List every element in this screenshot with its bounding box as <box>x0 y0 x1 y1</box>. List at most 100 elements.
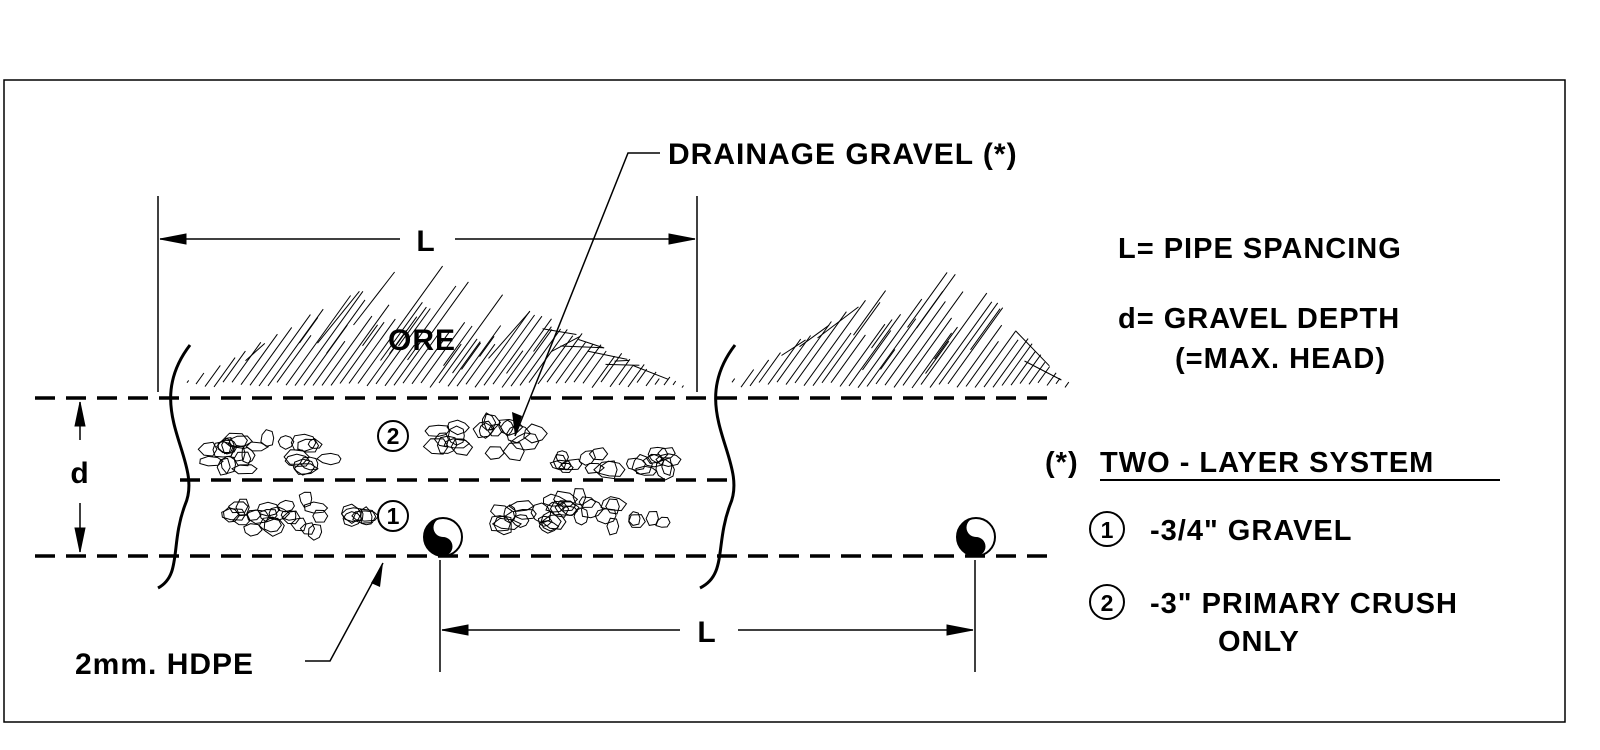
gravel-stone <box>228 501 249 514</box>
ore-hatch-stroke <box>1024 360 1062 381</box>
bottom-spacing-dimension <box>439 560 976 672</box>
depth-dimension <box>74 401 86 553</box>
gravel-stone <box>506 424 532 444</box>
gravel-stone <box>584 462 605 474</box>
ore-hatch-stroke <box>389 329 407 355</box>
gravel-stone <box>352 508 377 524</box>
ore-hatch-stroke <box>488 311 531 359</box>
layer-1-marker: 1 <box>377 500 409 532</box>
gravel-stone <box>246 509 262 522</box>
gravel-stone <box>628 514 646 528</box>
ore-hatch-left <box>186 265 684 388</box>
ore-hatch-stroke <box>321 315 373 386</box>
gravel-stone <box>478 422 494 439</box>
gravel-stone <box>481 412 497 431</box>
layer-2-marker: 2 <box>377 420 409 452</box>
gravel-stone <box>554 500 580 517</box>
gravel-stone <box>491 517 523 531</box>
legend-depth-note: (=MAX. HEAD) <box>1175 343 1386 375</box>
ore-hatch-stroke <box>465 343 496 385</box>
gravel-stone <box>598 460 626 477</box>
ore-hatch-stroke <box>402 331 441 384</box>
ore-hatch-stroke <box>420 322 466 384</box>
gravel-stone <box>538 520 560 534</box>
drainage-gravel-arrowhead <box>512 412 522 436</box>
ore-hatch-stroke <box>591 355 616 388</box>
ore-hatch-stroke <box>245 343 266 362</box>
ore-hatch-stroke <box>605 363 640 366</box>
ore-hatch-stroke <box>672 380 677 386</box>
ore-hatch-stroke <box>731 378 736 383</box>
hdpe-leader <box>305 562 384 662</box>
ore-hatch-stroke <box>1028 362 1046 385</box>
ore-hatch-stroke <box>380 302 423 361</box>
gravel-stone <box>511 514 530 529</box>
gravel-stone <box>545 501 565 513</box>
gravel-stone <box>258 508 278 523</box>
gravel-stone <box>299 522 316 535</box>
gravel-stone <box>540 510 562 532</box>
ore-hatch-stroke <box>587 350 628 360</box>
gravel-stone <box>436 435 458 454</box>
ore-hatch-stroke <box>330 304 390 386</box>
gravel-stone <box>312 509 329 523</box>
gravel-stone <box>573 507 589 526</box>
gravel-stone <box>558 462 574 474</box>
gravel-stone <box>293 463 319 475</box>
ore-hatch-stroke <box>614 359 630 362</box>
legend-item-2-text: -3" PRIMARY CRUSH <box>1150 588 1458 620</box>
gravel-stone <box>197 441 218 457</box>
ore-hatch-stroke <box>443 325 473 366</box>
legend-item-2-text-continued: ONLY <box>1218 626 1300 658</box>
legend-spacing-definition: L= PIPE SPANCING <box>1118 233 1402 265</box>
gravel-stone <box>227 435 254 448</box>
gravel-stone <box>281 510 301 525</box>
gravel-stone <box>258 516 285 537</box>
ore-hatch-stroke <box>326 299 366 354</box>
gravel-stone <box>605 498 620 515</box>
gravel-stone <box>422 438 449 455</box>
pipe-icon <box>423 517 463 557</box>
gravel-stone <box>503 504 517 524</box>
gravel-stone <box>483 413 502 431</box>
gravel-stone <box>230 444 246 462</box>
ore-hatch-stroke <box>533 326 552 352</box>
gravel-stone <box>298 491 313 508</box>
ore-hatch-stroke <box>1001 343 1033 386</box>
ore-hatch-stroke <box>956 324 1003 388</box>
gravel-stone <box>661 457 673 476</box>
gravel-stone <box>443 438 471 449</box>
gravel-stone <box>578 496 597 508</box>
ore-hatch-stroke <box>578 339 605 349</box>
gravel-stone <box>600 496 628 512</box>
ore-hatch-stroke <box>862 330 892 371</box>
ore-hatch-stroke <box>474 310 531 388</box>
ore-hatch-stroke <box>564 343 594 384</box>
gravel-stone <box>290 517 307 532</box>
top-spacing-dimension <box>157 196 698 392</box>
gravel-stone <box>433 432 449 448</box>
ore-hatch-stroke <box>456 325 502 387</box>
ore-hatch-stroke <box>871 319 893 349</box>
ore-hatch-stroke <box>375 308 431 385</box>
gravel-stone <box>578 450 596 466</box>
gravel-stone <box>231 464 258 475</box>
gravel-stone <box>303 501 329 514</box>
ore-hatch-stroke <box>294 291 364 386</box>
gravel-stone <box>655 516 671 528</box>
ore-hatch-stroke <box>249 327 293 386</box>
gravel-stone <box>606 517 620 536</box>
break-line-right <box>699 344 737 590</box>
ore-hatch-stroke <box>407 338 424 361</box>
gravel-stone <box>316 452 342 466</box>
ore-hatch-stroke <box>560 345 604 349</box>
ore-hatch-stroke <box>636 368 648 383</box>
ore-hatch-stroke <box>492 315 543 385</box>
ore-hatch-stroke <box>866 318 917 387</box>
ore-hatch-stroke <box>501 318 552 388</box>
gravel-stone <box>342 511 363 527</box>
ore-hatch-stroke <box>893 291 964 388</box>
gravel-stone <box>594 508 617 525</box>
ore-hatch-stroke <box>749 359 770 387</box>
drawing-frame <box>3 79 1566 723</box>
